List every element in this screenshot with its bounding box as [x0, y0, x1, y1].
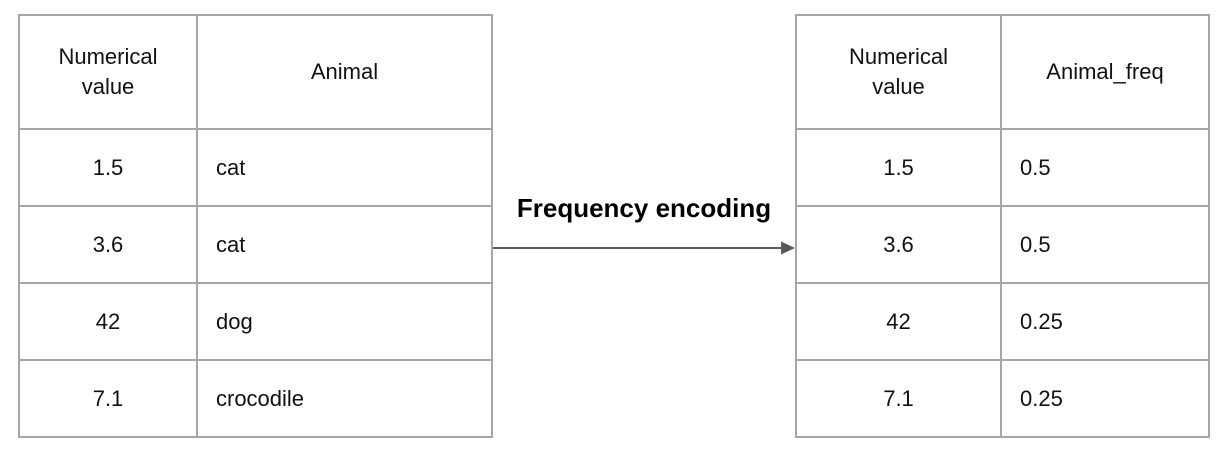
table-cell-frequency: 0.25: [1020, 308, 1063, 334]
table-cell-animal: crocodile: [216, 385, 305, 411]
table-cell-animal: dog: [216, 308, 253, 334]
table-cell-numerical: 1.5: [797, 130, 1002, 205]
table-row: 1.5 cat: [20, 128, 491, 205]
table-cell-numerical: 3.6: [797, 207, 1002, 282]
source-header-animal: Animal: [310, 59, 379, 85]
table-cell-numerical: 42: [20, 284, 198, 359]
right-arrow-icon: [493, 238, 795, 258]
table-cell-frequency: 0.5: [1020, 231, 1051, 257]
table-row: 1.5 0.5: [797, 128, 1208, 205]
encoded-header-numerical-value: Numerical value: [797, 16, 1002, 128]
table-cell-numerical: 7.1: [797, 361, 1002, 436]
encoded-header-animal-freq: Animal_freq: [1046, 59, 1164, 85]
source-table: Numerical value Animal 1.5 cat 3.6 cat 4…: [18, 14, 493, 438]
table-cell-numerical: 3.6: [20, 207, 198, 282]
table-row: 7.1 0.25: [797, 359, 1208, 436]
table-row: 42 0.25: [797, 282, 1208, 359]
table-cell-frequency: 0.25: [1020, 385, 1063, 411]
table-cell-animal: cat: [216, 154, 246, 180]
table-row: 42 dog: [20, 282, 491, 359]
arrow-label: Frequency encoding: [516, 193, 772, 223]
encoded-table-header-row: Numerical value Animal_freq: [797, 16, 1208, 128]
table-cell-frequency: 0.5: [1020, 154, 1051, 180]
table-cell-numerical: 1.5: [20, 130, 198, 205]
table-row: 7.1 crocodile: [20, 359, 491, 436]
encoded-table: Numerical value Animal_freq 1.5 0.5 3.6 …: [795, 14, 1210, 438]
source-table-header-row: Numerical value Animal: [20, 16, 491, 128]
table-cell-animal: cat: [216, 231, 246, 257]
source-header-numerical-value: Numerical value: [20, 16, 198, 128]
table-row: 3.6 cat: [20, 205, 491, 282]
table-cell-numerical: 42: [797, 284, 1002, 359]
table-row: 3.6 0.5: [797, 205, 1208, 282]
table-cell-numerical: 7.1: [20, 361, 198, 436]
